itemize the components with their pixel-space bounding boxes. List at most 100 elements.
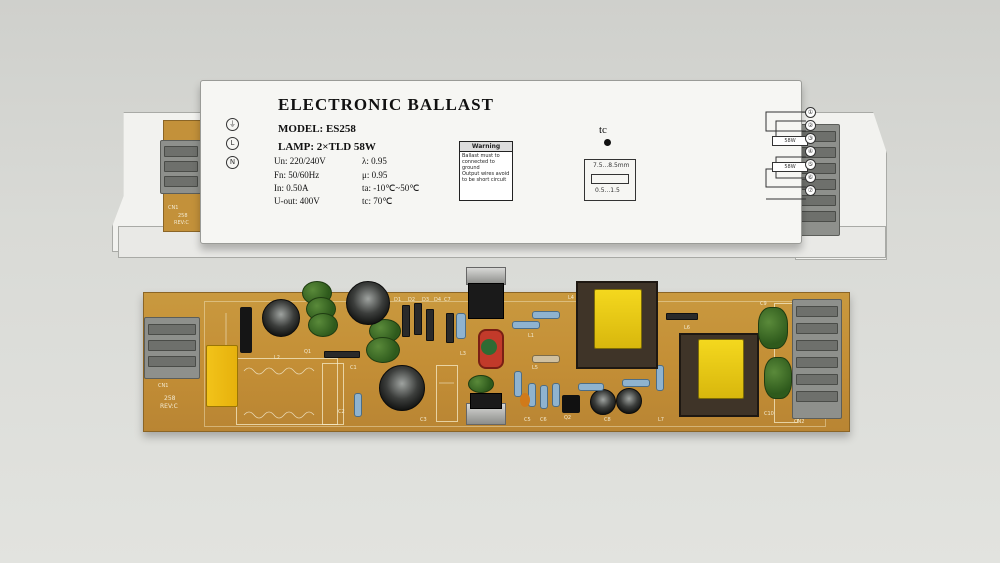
green-cap-6 <box>468 375 494 393</box>
wiring-diagram: 58W 58W ① ② ③ ④ ⑤ ⑥ ⑦ <box>756 107 816 215</box>
ref-l3: L3 <box>460 351 466 357</box>
green-cap-7 <box>758 307 788 349</box>
ref-d2: D2 <box>408 297 416 303</box>
ref-c10: C10 <box>764 411 774 417</box>
pin-7: ⑦ <box>805 185 816 196</box>
warning-line-4: Output wires avoid <box>462 171 510 177</box>
resistor-2 <box>532 311 560 319</box>
mosfet-2 <box>470 393 502 409</box>
ref-c9: C9 <box>760 301 767 307</box>
pin-4: ④ <box>805 146 816 157</box>
spec-ambient-temp: ta: -10℃~50℃ <box>362 183 420 193</box>
spec-case-temp: tc: 70℃ <box>362 196 393 206</box>
ballast-label-cover: ELECTRONIC BALLAST MODEL: ES258 LAMP: 2×… <box>200 80 816 244</box>
x-capacitor <box>206 345 238 407</box>
ref-l6: L6 <box>684 325 690 331</box>
resistor-10 <box>656 365 664 391</box>
warning-line-2: connected to <box>462 159 495 165</box>
warning-line-5: to be short circuit <box>462 177 507 183</box>
electrolytic-cap-1 <box>262 299 300 337</box>
toroid-core <box>481 339 497 355</box>
spec-current: In: 0.50A <box>274 183 309 193</box>
pin-6: ⑥ <box>805 172 816 183</box>
warning-line-3: ground <box>462 165 480 171</box>
small-ic <box>562 395 580 413</box>
ballast-pcb: CN1 258 REV:C <box>143 267 850 432</box>
ref-cn2: CN2 <box>794 419 805 425</box>
line-symbol-icon: L <box>226 137 239 150</box>
green-cap-8 <box>764 357 792 399</box>
label-lamp: LAMP: 2×TLD 58W <box>278 141 376 153</box>
ref-c1: C1 <box>350 365 357 371</box>
diode-6 <box>666 313 698 320</box>
housing-left-mark-1: CN1 <box>168 205 179 211</box>
green-cap-3 <box>308 313 338 337</box>
resistor-9 <box>622 379 650 387</box>
ref-q1: Q1 <box>304 349 312 355</box>
diode-1 <box>324 351 360 358</box>
diode-5 <box>446 313 454 343</box>
spec-power-factor: λ: 0.95 <box>362 156 387 166</box>
spec-voltage: Un: 220/240V <box>274 156 326 166</box>
label-title: ELECTRONIC BALLAST <box>278 95 494 114</box>
green-cap-5 <box>366 337 400 363</box>
silk-traces <box>225 313 454 419</box>
electrolytic-cap-2 <box>346 281 390 325</box>
ref-q2: Q2 <box>564 415 572 421</box>
tc-dimension-box: 7.5...8.5mm 0.5...1.5 <box>584 159 636 201</box>
tc-range-bottom: 0.5...1.5 <box>595 187 620 194</box>
warning-line-1: Ballast must to <box>462 153 500 159</box>
resistor-3 <box>512 321 540 329</box>
ref-c8: C8 <box>604 417 611 423</box>
diode-2 <box>402 305 410 337</box>
ref-l7: L7 <box>658 417 664 423</box>
ref-l1: L1 <box>528 333 534 339</box>
pcb-mark-258: 258 <box>164 395 176 402</box>
ref-l4: L4 <box>568 295 574 301</box>
diode-3 <box>414 303 422 335</box>
warning-title: Warning <box>460 142 512 152</box>
pcb-mark-rev: REV:C <box>160 403 178 410</box>
ref-d4: D4 <box>434 297 442 303</box>
pin-3: ③ <box>805 133 816 144</box>
resistor-8 <box>552 383 560 407</box>
lamp-box-2: 58W <box>772 162 808 172</box>
electrolytic-cap-3 <box>379 365 425 411</box>
ref-l5: L5 <box>532 365 538 371</box>
spec-frequency: Fn: 50/60Hz <box>274 170 320 180</box>
resistor-4 <box>532 355 560 363</box>
ref-c6: C6 <box>540 417 547 423</box>
warning-box: Warning Ballast must to connected to gro… <box>459 141 513 201</box>
resistor-5 <box>514 371 522 397</box>
diode-4 <box>426 309 434 341</box>
spec-output-voltage: U-out: 400V <box>274 196 320 206</box>
label-model: MODEL: ES258 <box>278 123 356 135</box>
ground-symbol-icon: ⏚ <box>226 118 239 131</box>
resistor-7 <box>540 385 548 409</box>
tc-point-dot <box>604 139 611 146</box>
ref-d1: D1 <box>394 297 402 303</box>
pcb-output-terminal <box>792 299 842 419</box>
electrolytic-cap-5 <box>616 388 642 414</box>
housing-left-mark-2: 258 <box>178 213 188 219</box>
transformer-2-coil <box>698 339 744 399</box>
pin-1: ① <box>805 107 816 118</box>
housing-input-terminal <box>160 140 202 194</box>
resistor-11 <box>578 383 604 391</box>
ref-c5: C5 <box>524 417 531 423</box>
transformer-1-coil <box>594 289 642 349</box>
pin-2: ② <box>805 120 816 131</box>
resistor-12 <box>354 393 362 417</box>
spec-efficiency: μ: 0.95 <box>362 170 388 180</box>
ref-l2: L2 <box>274 355 280 361</box>
black-component <box>240 307 252 353</box>
neutral-symbol-icon: N <box>226 156 239 169</box>
tc-label: tc <box>599 124 607 136</box>
orange-component <box>520 393 530 407</box>
housing-left-mark-3: REV:C <box>174 220 189 226</box>
ref-c2: C2 <box>338 409 345 415</box>
lamp-box-1: 58W <box>772 136 808 146</box>
ref-c7: C7 <box>444 297 451 303</box>
resistor-1 <box>456 313 466 339</box>
pcb-mark-cn1: CN1 <box>158 383 169 389</box>
